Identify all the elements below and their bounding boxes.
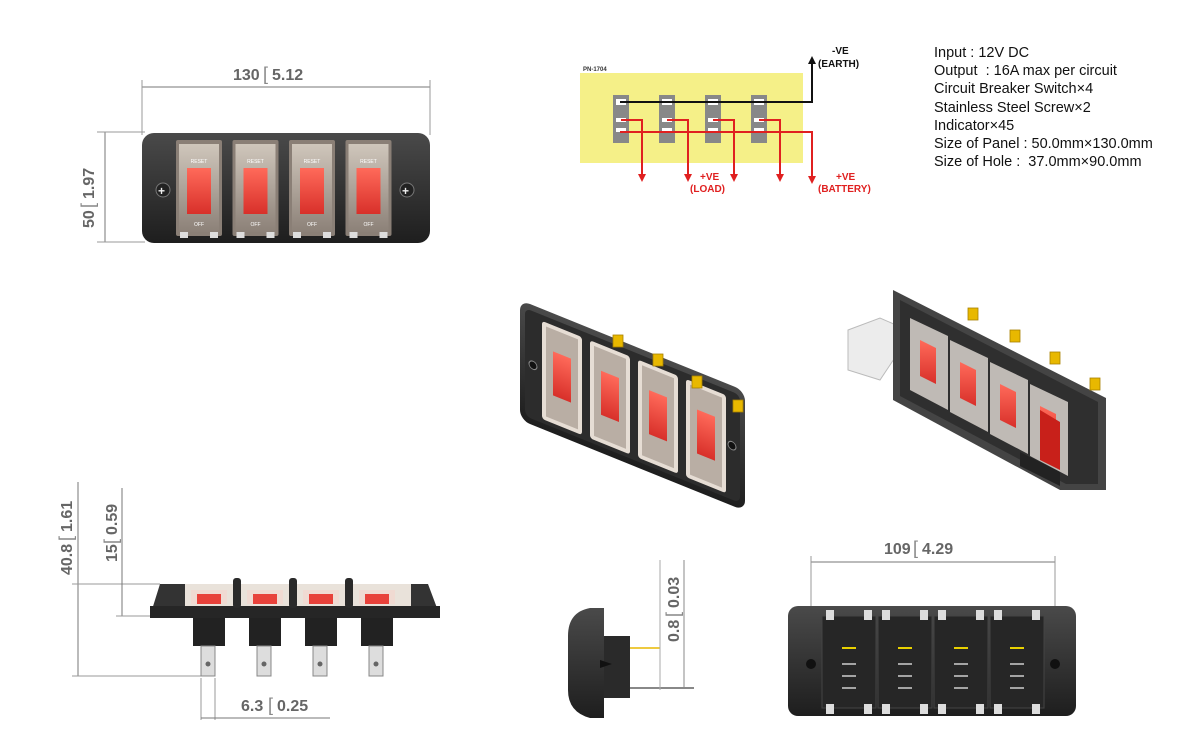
isometric-view-exploded <box>847 290 1106 490</box>
back-cell <box>989 610 1045 714</box>
screw-icon: + <box>402 184 409 198</box>
svg-text:[: [ <box>913 538 918 558</box>
side-panel-dim: 15 <box>104 544 121 562</box>
load-wire <box>621 119 643 176</box>
breaker-switch: RESET OFF <box>289 140 335 238</box>
terminal-tab <box>652 353 664 367</box>
profile-dim-in: 0.03 <box>666 577 683 608</box>
load-arrow <box>684 174 692 182</box>
terminal-tab <box>691 375 703 389</box>
iso-exploded-switch <box>950 340 988 432</box>
load-wire <box>667 119 689 176</box>
side-total-dim-in: 1.61 <box>59 501 76 532</box>
earth-label: -VE <box>832 46 849 57</box>
load-wire <box>759 119 781 176</box>
iso-breaker-switch <box>542 321 582 435</box>
side-breaker <box>303 590 339 677</box>
side-panel-dim-in: 0.59 <box>104 504 121 535</box>
breaker-switch: RESET OFF <box>232 140 279 238</box>
iso2-terminals <box>967 307 1101 391</box>
svg-text:[: [ <box>263 64 268 84</box>
load-arrow <box>730 174 738 182</box>
back-cell <box>821 610 877 714</box>
switch-off-label: OFF <box>364 222 374 228</box>
iso-breaker-switch <box>638 360 678 473</box>
hole-spacing-dim-in: 4.29 <box>922 541 953 558</box>
screw-icon: + <box>158 184 165 198</box>
iso-exploded-switch <box>990 362 1028 454</box>
spec-output: Output : 16A max per circuit <box>934 63 1117 80</box>
divider-post <box>233 578 241 608</box>
iso-breaker-switch <box>686 380 726 493</box>
side-breaker <box>359 590 395 677</box>
switch-off-label: OFF <box>194 222 204 228</box>
iso1-terminals <box>612 334 744 413</box>
terminal-tab <box>1089 377 1101 391</box>
front-view: 130 [ 5.12 50 [ 1.97 + + RESET OFF RESET OF… <box>78 64 431 243</box>
spec-breakers: Circuit Breaker Switch×4 <box>934 81 1094 98</box>
load-sub: (LOAD) <box>690 184 725 195</box>
front-height-dim: 50 <box>81 210 98 228</box>
side-breaker <box>247 590 283 677</box>
iso-exploded-switch <box>910 318 948 410</box>
breaker-switch: RESET OFF <box>176 140 222 238</box>
switch-reset-label: RESET <box>360 159 377 165</box>
divider-post <box>345 578 353 608</box>
load-arrow <box>638 174 646 182</box>
switch-reset-label: RESET <box>304 159 321 165</box>
terminal-tab <box>732 399 744 413</box>
wiring-model: PN-1704 <box>583 67 607 73</box>
terminal-tab <box>1009 329 1021 343</box>
switch-reset-label: RESET <box>247 159 264 165</box>
divider-post <box>289 578 297 608</box>
side-total-dim: 40.8 <box>59 544 76 575</box>
svg-text:[: [ <box>268 695 273 715</box>
spec-hole-size: Size of Hole : 37.0mm×90.0mm <box>934 154 1142 171</box>
hole-spacing-dim: 109 <box>884 541 911 558</box>
spec-panel-size: Size of Panel : 50.0mm×130.0mm <box>934 136 1153 153</box>
load-wire <box>713 119 735 176</box>
load-arrow <box>776 174 784 182</box>
terminal-tab <box>612 334 624 348</box>
switch-off-label: OFF <box>251 222 261 228</box>
back-cell <box>933 610 989 714</box>
spec-indicators: Indicator×45 <box>934 117 1015 134</box>
terminal-width-dim-in: 0.25 <box>277 698 308 715</box>
load-label: +VE <box>700 172 720 183</box>
isometric-view-front <box>520 303 745 508</box>
spec-list: Input : 12V DC Output : 16A max per circ… <box>934 44 1153 171</box>
switch-reset-label: RESET <box>191 159 208 165</box>
profile-view: 0.8 [ 0.03 <box>568 560 694 718</box>
front-width-dim: 130 <box>233 67 260 84</box>
svg-text:[: [ <box>78 203 98 208</box>
svg-text:[: [ <box>101 539 121 544</box>
wiring-diagram: PN-1704 -VE (EARTH) +VE (LOAD) +VE (BATT… <box>580 46 871 195</box>
profile-dim: 0.8 <box>666 620 683 642</box>
svg-text:[: [ <box>56 536 76 541</box>
front-height-dim-in: 1.97 <box>81 168 98 199</box>
terminal-tab <box>1049 351 1061 365</box>
side-view: 40.8 [ 1.61 15 [ 0.59 6.3 [ 0.25 <box>56 482 440 720</box>
spec-screws: Stainless Steel Screw×2 <box>934 99 1091 116</box>
side-breaker <box>191 590 227 677</box>
terminal-tab <box>967 307 979 321</box>
battery-sub: (BATTERY) <box>818 184 871 195</box>
back-view: 109 [ 4.29 <box>788 538 1076 716</box>
terminal-width-dim: 6.3 <box>241 698 263 715</box>
svg-text:[: [ <box>663 612 683 617</box>
breaker-switch: RESET OFF <box>345 140 392 238</box>
switch-off-label: OFF <box>307 222 317 228</box>
iso-breaker-switch <box>590 341 630 454</box>
back-cell <box>877 610 933 714</box>
spec-input: Input : 12V DC <box>934 45 1030 61</box>
battery-label: +VE <box>836 172 856 183</box>
earth-sub: (EARTH) <box>818 59 859 70</box>
front-width-dim-in: 5.12 <box>272 67 303 84</box>
